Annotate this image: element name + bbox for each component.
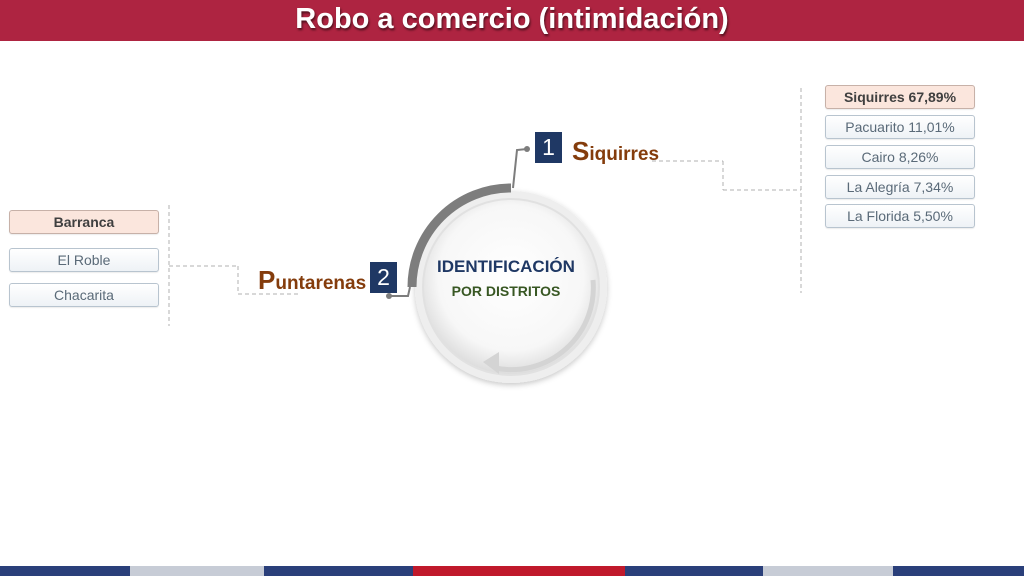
slide-title: Robo a comercio (intimidación): [295, 3, 729, 35]
stem-1: [512, 148, 528, 189]
branch-1-label: Siquirres: [572, 136, 659, 167]
title-bar: [0, 0, 1024, 41]
branch-2-rest: untarenas: [275, 273, 367, 294]
dark-arc: [407, 183, 512, 288]
district-box: Barranca: [9, 210, 159, 234]
district-box: Pacuarito 11,01%: [825, 115, 975, 139]
footer-segment: [413, 566, 625, 576]
district-box: El Roble: [9, 248, 159, 272]
left-connector: [168, 205, 300, 326]
district-box: Cairo 8,26%: [825, 145, 975, 169]
center-subtitle: POR DISTRITOS: [451, 283, 561, 299]
stem-2: [389, 286, 411, 297]
branch-2-number: 2: [370, 262, 397, 293]
footer-segment: [763, 566, 893, 576]
stem-1-dot: [524, 146, 530, 152]
branch-2-label: Puntarenas: [258, 265, 366, 296]
footer-segment: [130, 566, 264, 576]
stem-2-dot: [386, 293, 392, 299]
district-box: Chacarita: [9, 283, 159, 307]
branch-2-initial: P: [258, 265, 276, 295]
arrow-head: [483, 352, 499, 374]
circular-arrow: [494, 279, 596, 373]
center-circle: [422, 198, 600, 376]
district-box: La Alegría 7,34%: [825, 175, 975, 199]
branch-1-number: 1: [535, 132, 562, 163]
center-title: IDENTIFICACIÓN: [437, 257, 575, 276]
footer-stripe: [0, 566, 1024, 576]
branch-1-initial: S: [572, 136, 590, 166]
district-box: La Florida 5,50%: [825, 204, 975, 228]
district-box: Siquirres 67,89%: [825, 85, 975, 109]
right-connector: [652, 88, 802, 293]
branch-1-rest: iquirres: [589, 144, 660, 165]
